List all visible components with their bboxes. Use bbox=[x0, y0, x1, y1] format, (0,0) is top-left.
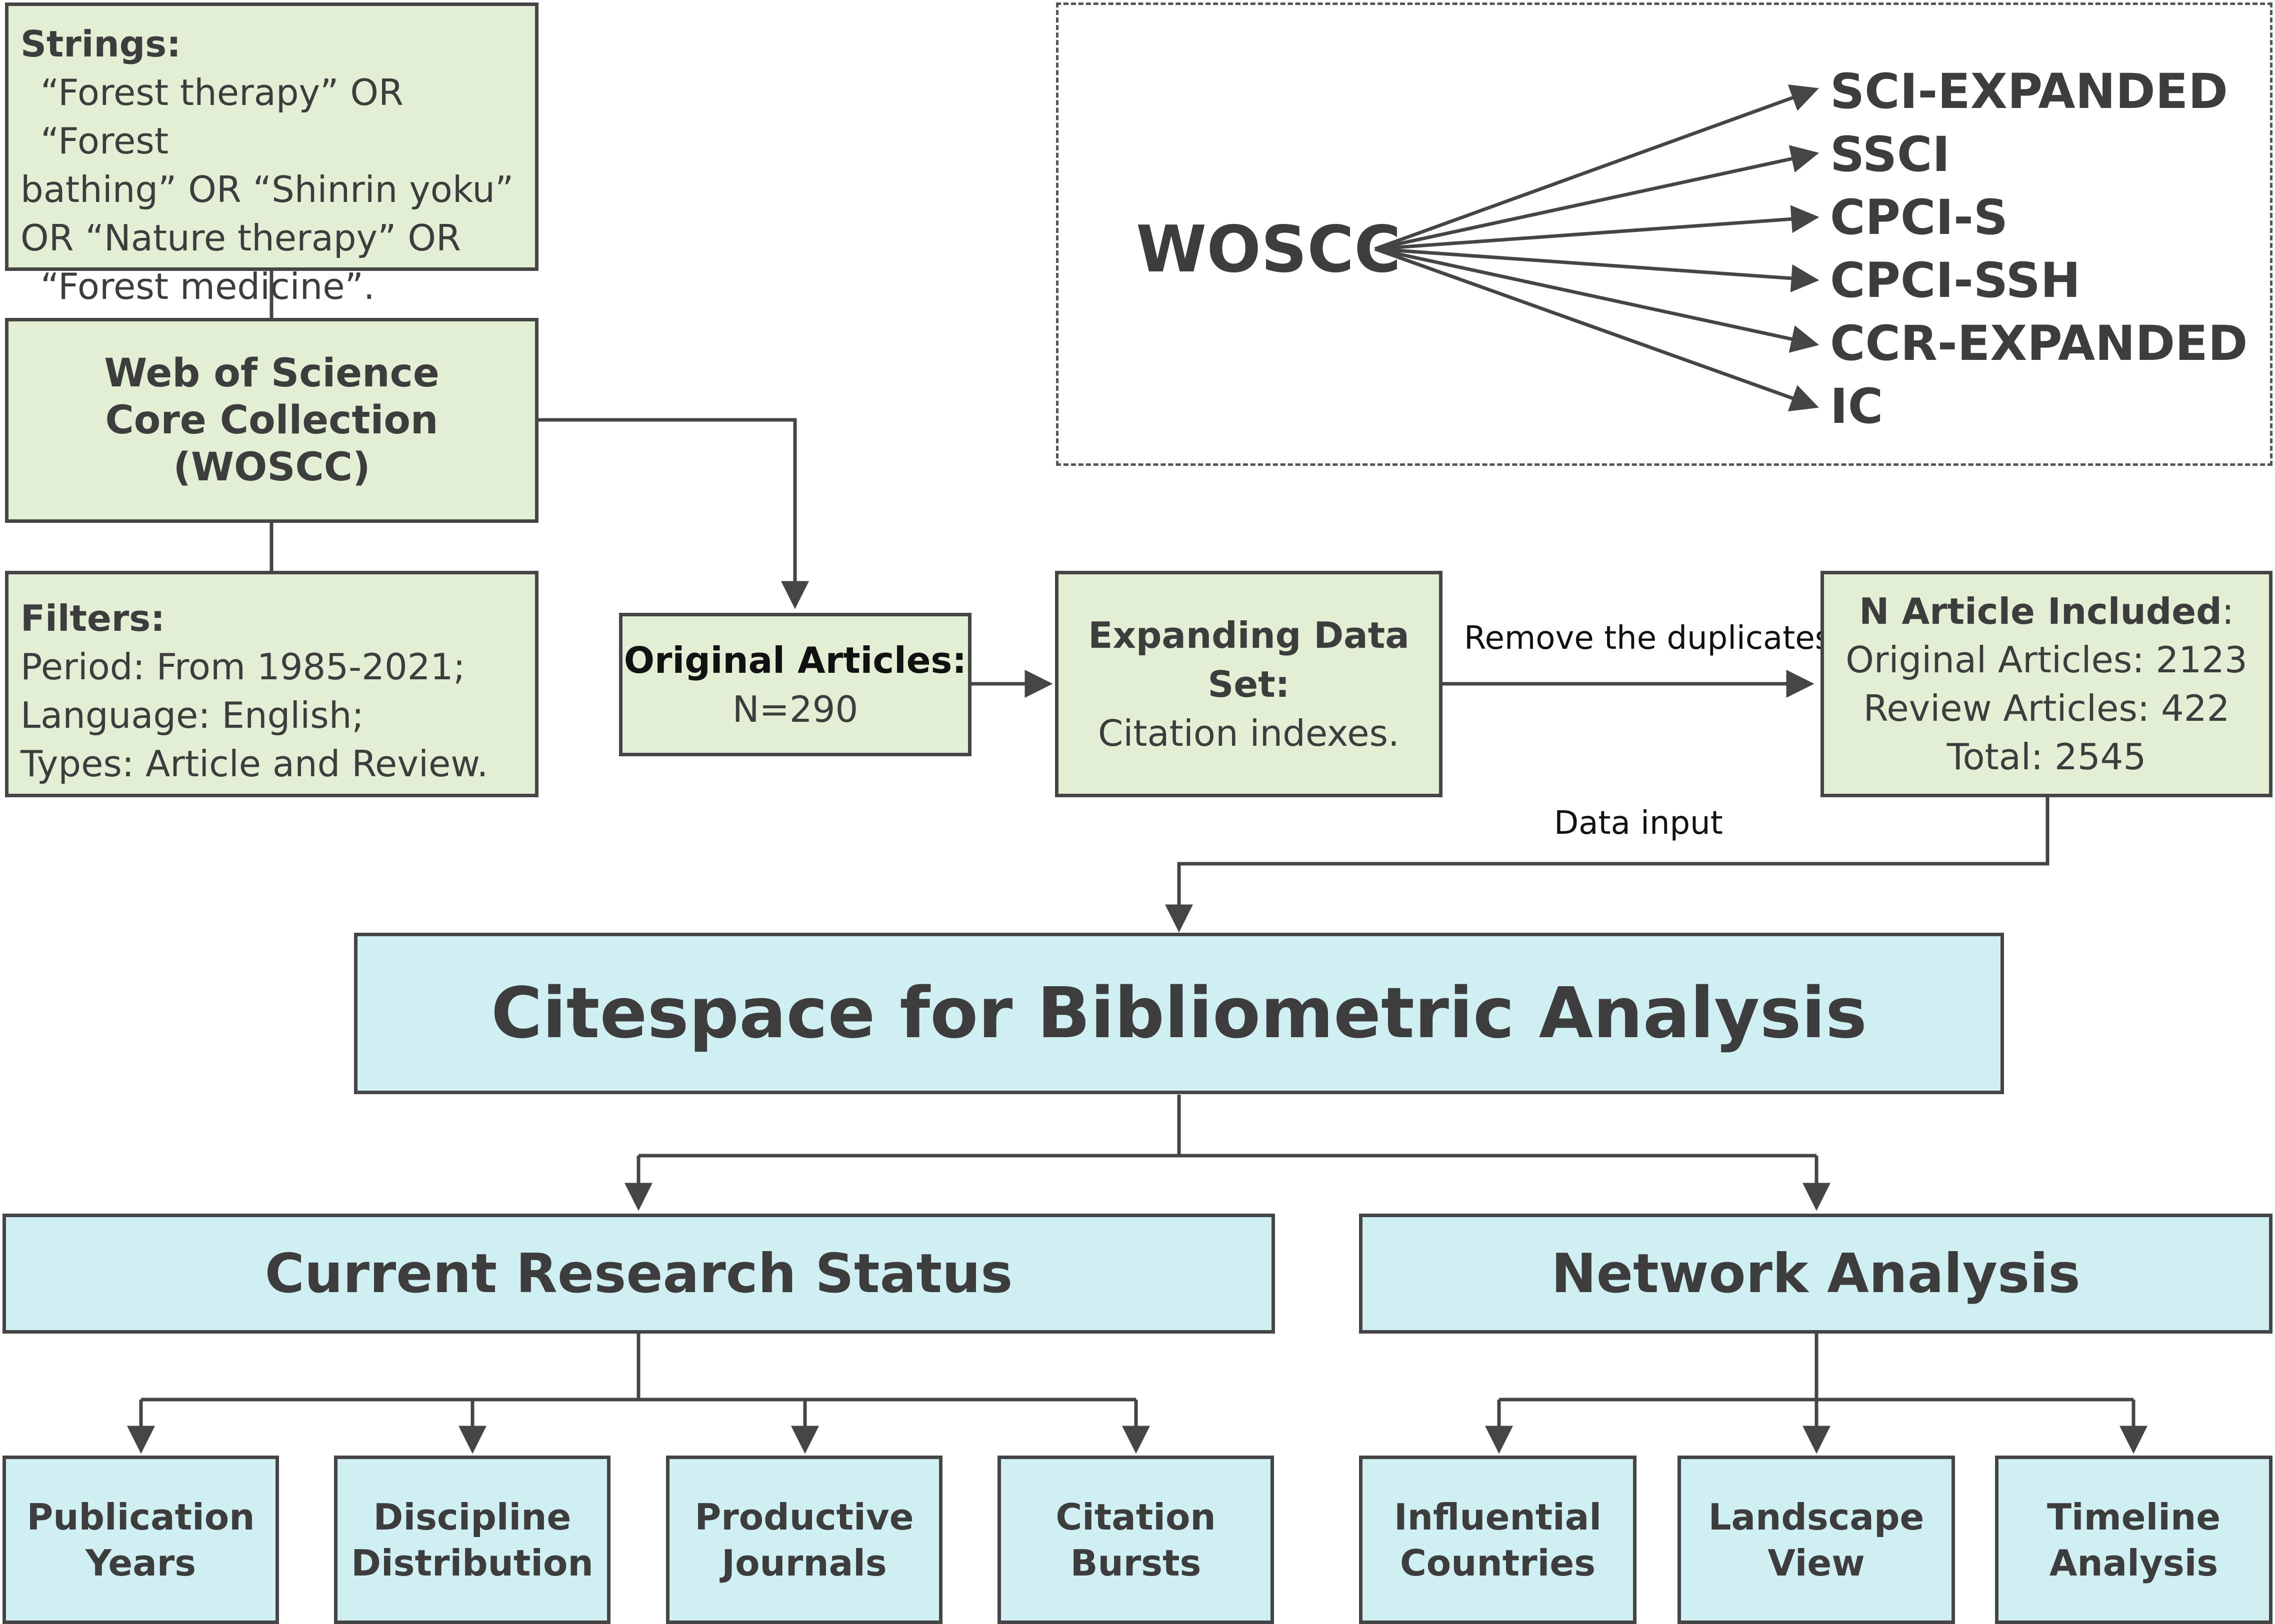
included-title-row: N Article Included: bbox=[1859, 587, 2234, 636]
leaf-line: Years bbox=[85, 1542, 196, 1584]
filters-box: Filters: Period: From 1985-2021; Languag… bbox=[5, 571, 538, 797]
strings-line: OR “Nature therapy” OR bbox=[20, 217, 462, 259]
index-sci-expanded: SCI-EXPANDED bbox=[1830, 63, 2228, 119]
woscc-source-label: WOSCC bbox=[1136, 212, 1402, 287]
included-title: N Article Included bbox=[1859, 590, 2222, 632]
leaf-line: Distribution bbox=[351, 1542, 594, 1584]
index-ccr-expanded: CCR-EXPANDED bbox=[1830, 315, 2248, 371]
original-title: Original Articles: bbox=[624, 639, 967, 681]
included-line: Total: 2545 bbox=[1946, 735, 2146, 778]
leaf-line: Discipline bbox=[373, 1496, 572, 1538]
arrow-woscc-original bbox=[538, 418, 809, 609]
leaf-line: Productive bbox=[694, 1496, 914, 1538]
arrow-included-citespace bbox=[1165, 796, 2050, 933]
arrow-woscc-sci bbox=[1374, 84, 1819, 251]
arrow-woscc-ssci bbox=[1374, 145, 1820, 251]
arrow-woscc-ic bbox=[1374, 247, 1819, 412]
strings-box: Strings: “Forest therapy” OR “Forest bat… bbox=[5, 2, 538, 307]
filters-title: Filters: bbox=[20, 597, 165, 639]
leaf-landscape-view: Landscape View bbox=[1678, 1456, 1955, 1624]
leaf-line: Landscape bbox=[1708, 1496, 1924, 1538]
leaf-line: View bbox=[1768, 1542, 1865, 1584]
strings-title: Strings: bbox=[20, 23, 181, 65]
leaf-line: Bursts bbox=[1070, 1542, 1202, 1584]
research-status-title: Current Research Status bbox=[264, 1242, 1013, 1305]
original-articles-box: Original Articles: N=290 bbox=[619, 613, 972, 756]
citespace-title: Citespace for Bibliometric Analysis bbox=[490, 973, 1868, 1054]
strings-line: “Forest medicine”. bbox=[40, 265, 375, 307]
filters-line: Types: Article and Review. bbox=[20, 743, 488, 785]
network-analysis-box: Network Analysis bbox=[1359, 1214, 2272, 1334]
leaf-line: Journals bbox=[722, 1542, 887, 1584]
index-cpci-s: CPCI-S bbox=[1830, 189, 2008, 245]
articles-included-box: N Article Included: Original Articles: 2… bbox=[1820, 571, 2272, 797]
remove-duplicates-label: Remove the duplicates bbox=[1464, 620, 1832, 657]
network-analysis-title: Network Analysis bbox=[1551, 1242, 2080, 1305]
leaf-timeline-analysis: Timeline Analysis bbox=[1995, 1456, 2272, 1624]
woscc-line: Web of Science bbox=[104, 351, 440, 396]
expanding-title: Expanding Data Set: bbox=[1088, 614, 1410, 705]
leaf-line: Citation bbox=[1056, 1496, 1216, 1538]
included-title-colon: : bbox=[2222, 590, 2234, 632]
arrow-woscc-ccr bbox=[1374, 247, 1820, 353]
included-line: Review Articles: 422 bbox=[1863, 687, 2230, 729]
original-value: N=290 bbox=[732, 688, 858, 730]
expanding-data-box: Expanding Data Set: Citation indexes. bbox=[1055, 571, 1442, 797]
leaf-line: Timeline bbox=[2046, 1496, 2221, 1538]
research-status-box: Current Research Status bbox=[2, 1214, 1275, 1334]
strings-line: bathing” OR “Shinrin yoku” bbox=[20, 168, 514, 210]
filters-line: Language: English; bbox=[20, 694, 364, 736]
leaf-citation-bursts: Citation Bursts bbox=[998, 1456, 1274, 1624]
strings-line: “Forest therapy” OR “Forest bbox=[40, 71, 404, 162]
leaf-line: Analysis bbox=[2049, 1542, 2218, 1584]
woscc-index-panel bbox=[1056, 2, 2272, 466]
leaf-influential-countries: Influential Countries bbox=[1359, 1456, 1636, 1624]
index-ssci: SSCI bbox=[1830, 126, 1950, 182]
citespace-box: Citespace for Bibliometric Analysis bbox=[354, 933, 2004, 1094]
leaf-line: Publication bbox=[26, 1496, 255, 1538]
filters-line: Period: From 1985-2021; bbox=[20, 646, 466, 688]
leaf-line: Countries bbox=[1400, 1542, 1596, 1584]
woscc-box: Web of Science Core Collection (WOSCC) bbox=[5, 318, 538, 523]
arrow-woscc-cpcis bbox=[1374, 205, 1820, 251]
leaf-publication-years: Publication Years bbox=[2, 1456, 279, 1624]
woscc-line: Core Collection (WOSCC) bbox=[105, 398, 438, 490]
included-line: Original Articles: 2123 bbox=[1846, 638, 2248, 681]
leaf-productive-journals: Productive Journals bbox=[666, 1456, 942, 1624]
index-cpci-ssh: CPCI-SSH bbox=[1830, 252, 2081, 308]
index-ic: IC bbox=[1830, 378, 1884, 434]
arrow-woscc-cpcissh bbox=[1374, 247, 1820, 292]
leaf-line: Influential bbox=[1394, 1496, 1602, 1538]
data-input-label: Data input bbox=[1554, 805, 1723, 842]
expanding-value: Citation indexes. bbox=[1098, 712, 1400, 754]
leaf-discipline-distribution: Discipline Distribution bbox=[334, 1456, 610, 1624]
